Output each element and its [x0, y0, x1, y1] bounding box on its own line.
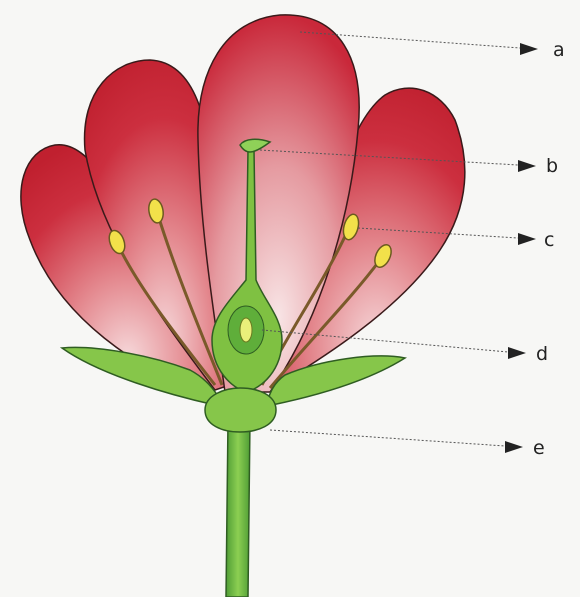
stem — [226, 420, 250, 597]
ovule — [240, 318, 252, 342]
receptacle — [205, 388, 276, 432]
label-c: c — [544, 229, 554, 251]
label-e-group: e — [270, 430, 545, 459]
label-e: e — [533, 437, 545, 459]
label-a: a — [553, 39, 565, 61]
label-d: d — [536, 343, 548, 365]
label-b: b — [546, 155, 558, 177]
